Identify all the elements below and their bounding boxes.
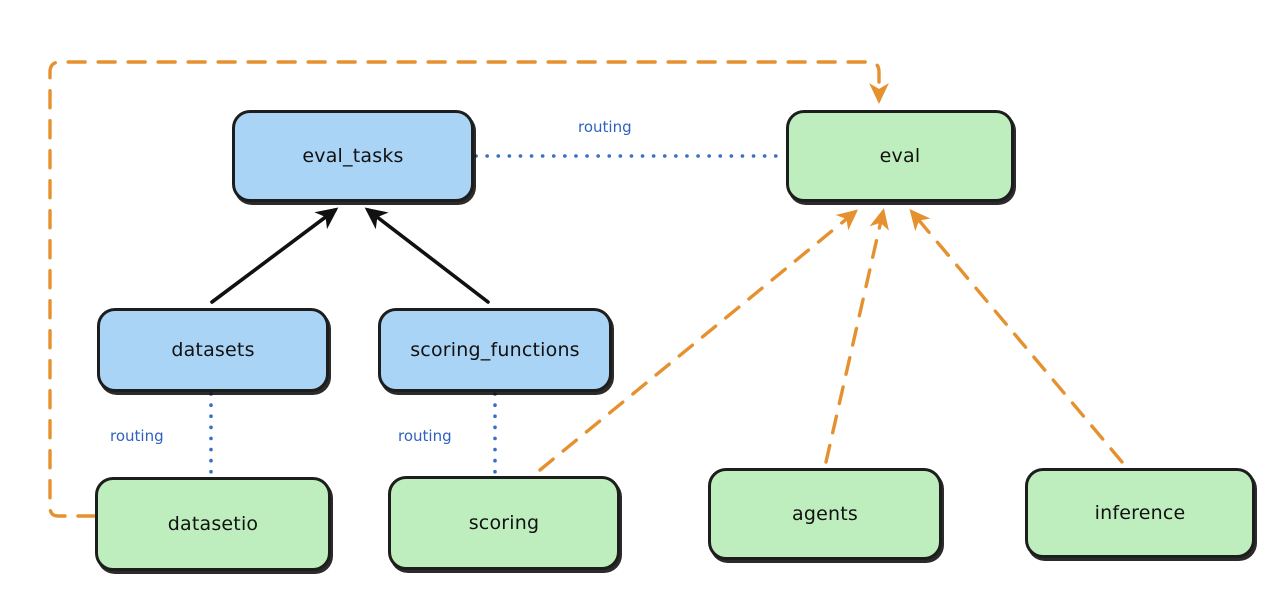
node-label: scoring_functions — [410, 339, 580, 361]
node-label: eval — [879, 145, 921, 167]
edge-agents-to-eval — [824, 208, 889, 464]
node-label: inference — [1094, 502, 1186, 524]
edge-inference-to-eval — [909, 208, 1124, 464]
edge-datasets-to-eval-tasks — [210, 207, 339, 304]
node-label: scoring — [468, 512, 540, 534]
node-scoring[interactable]: scoring — [388, 476, 620, 570]
node-label: datasets — [171, 339, 255, 361]
edge-label-routing-scoring-functions-scoring: routing — [398, 427, 452, 445]
node-datasetio[interactable]: datasetio — [95, 477, 331, 571]
node-label: agents — [792, 503, 858, 525]
node-inference[interactable]: inference — [1025, 468, 1255, 558]
node-label: eval_tasks — [302, 145, 404, 167]
edge-scoring-functions-to-eval-tasks — [364, 207, 490, 304]
node-datasets[interactable]: datasets — [97, 308, 329, 392]
node-eval[interactable]: eval — [786, 110, 1014, 202]
node-eval-tasks[interactable]: eval_tasks — [232, 110, 474, 202]
node-label: datasetio — [167, 513, 259, 535]
node-scoring-functions[interactable]: scoring_functions — [378, 308, 612, 392]
edge-label-routing-eval-tasks-eval: routing — [578, 118, 632, 136]
edge-label-routing-datasets-datasetio: routing — [110, 427, 164, 445]
node-agents[interactable]: agents — [708, 468, 942, 560]
